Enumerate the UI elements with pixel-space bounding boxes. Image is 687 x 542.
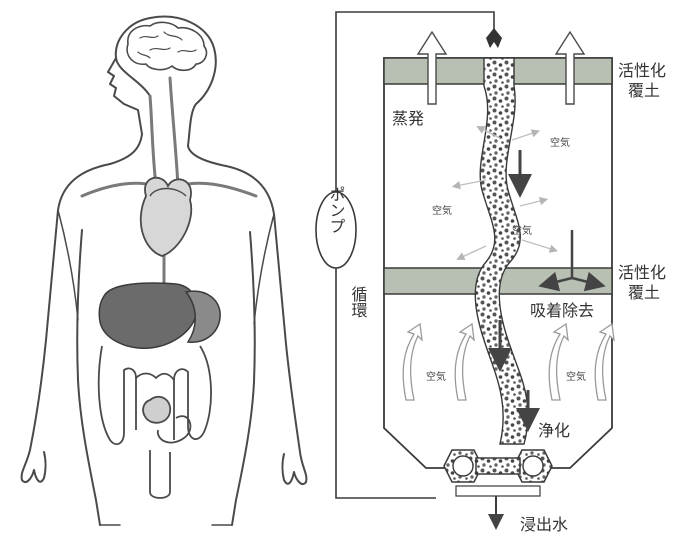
label-air-1: 空気 [550,136,570,149]
label-air-2: 空気 [432,204,452,217]
label-purification: 浄化 [538,421,570,440]
face-profile [108,58,142,134]
label-air-4: 空気 [426,370,446,383]
label-activated-soil-mid-2: 覆土 [628,283,660,302]
label-evaporation: 蒸発 [392,109,424,128]
label-air-3: 空気 [512,224,532,237]
torso-left-outline [22,164,110,480]
label-circulation: 循環 [349,286,368,318]
heart-icon [141,178,192,256]
landfill-diagram: 活性化 覆土 蒸発 空気 空気 空気 空気 空気 活性化 覆土 吸着除去 浄化 … [316,12,666,534]
intestines-icon [99,346,211,498]
label-activated-soil-top-2: 覆土 [628,81,660,100]
label-leachate: 浸出水 [520,515,568,534]
spray-icon [486,28,502,48]
brain-icon [127,22,206,70]
liver-icon [99,283,197,348]
label-pump: ポンプ [327,186,346,234]
label-adsorption-removal: 吸着除去 [530,301,594,320]
label-activated-soil-top-1: 活性化 [618,61,666,80]
label-air-5: 空気 [566,370,586,383]
label-activated-soil-mid-1: 活性化 [618,263,666,282]
torso-right-outline [226,166,306,482]
